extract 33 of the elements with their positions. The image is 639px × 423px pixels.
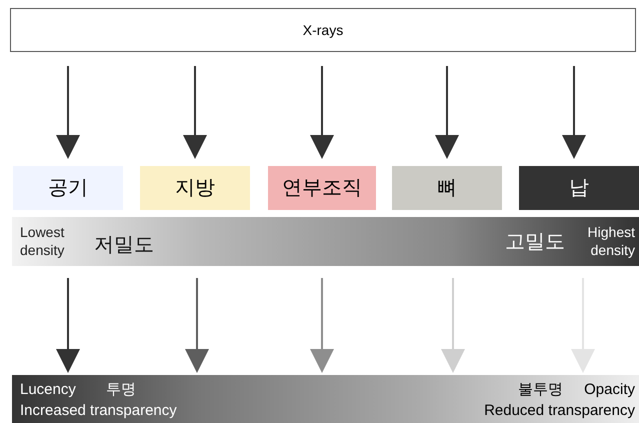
arrow <box>310 66 334 159</box>
arrow <box>571 278 595 373</box>
arrow <box>310 278 334 373</box>
arrow <box>435 66 459 159</box>
scale-label: 투명 <box>106 380 136 400</box>
transparency-gradient-bar <box>12 375 639 423</box>
scale-label: Increased transparency <box>20 401 177 421</box>
scale-label: 고밀도 <box>505 230 565 255</box>
scale-label: Opacity <box>584 380 635 400</box>
node-label: X-rays <box>302 20 344 40</box>
material-box <box>268 166 376 210</box>
material-box <box>392 166 502 210</box>
scale-label: Highest density <box>586 223 635 259</box>
arrow <box>183 66 207 159</box>
node-label: 뼈 <box>437 176 457 201</box>
scale-label: Reduced transparency <box>484 401 635 421</box>
scale-label: Lowest density <box>20 223 66 259</box>
arrow <box>562 66 586 159</box>
node-label: 연부조직 <box>282 176 362 201</box>
material-box <box>140 166 250 210</box>
arrow <box>56 278 80 373</box>
node-label: 지방 <box>175 176 215 201</box>
arrow <box>185 278 209 373</box>
density-gradient-bar <box>12 217 639 266</box>
node-label: 납 <box>569 176 589 201</box>
arrow <box>441 278 465 373</box>
material-box <box>519 166 639 210</box>
scale-label: 불투명 <box>518 380 563 400</box>
arrow <box>56 66 80 159</box>
scale-label: Lucency <box>20 380 76 400</box>
node-label: 공기 <box>48 176 88 201</box>
source-box <box>10 8 636 52</box>
scale-label: 저밀도 <box>94 233 154 258</box>
